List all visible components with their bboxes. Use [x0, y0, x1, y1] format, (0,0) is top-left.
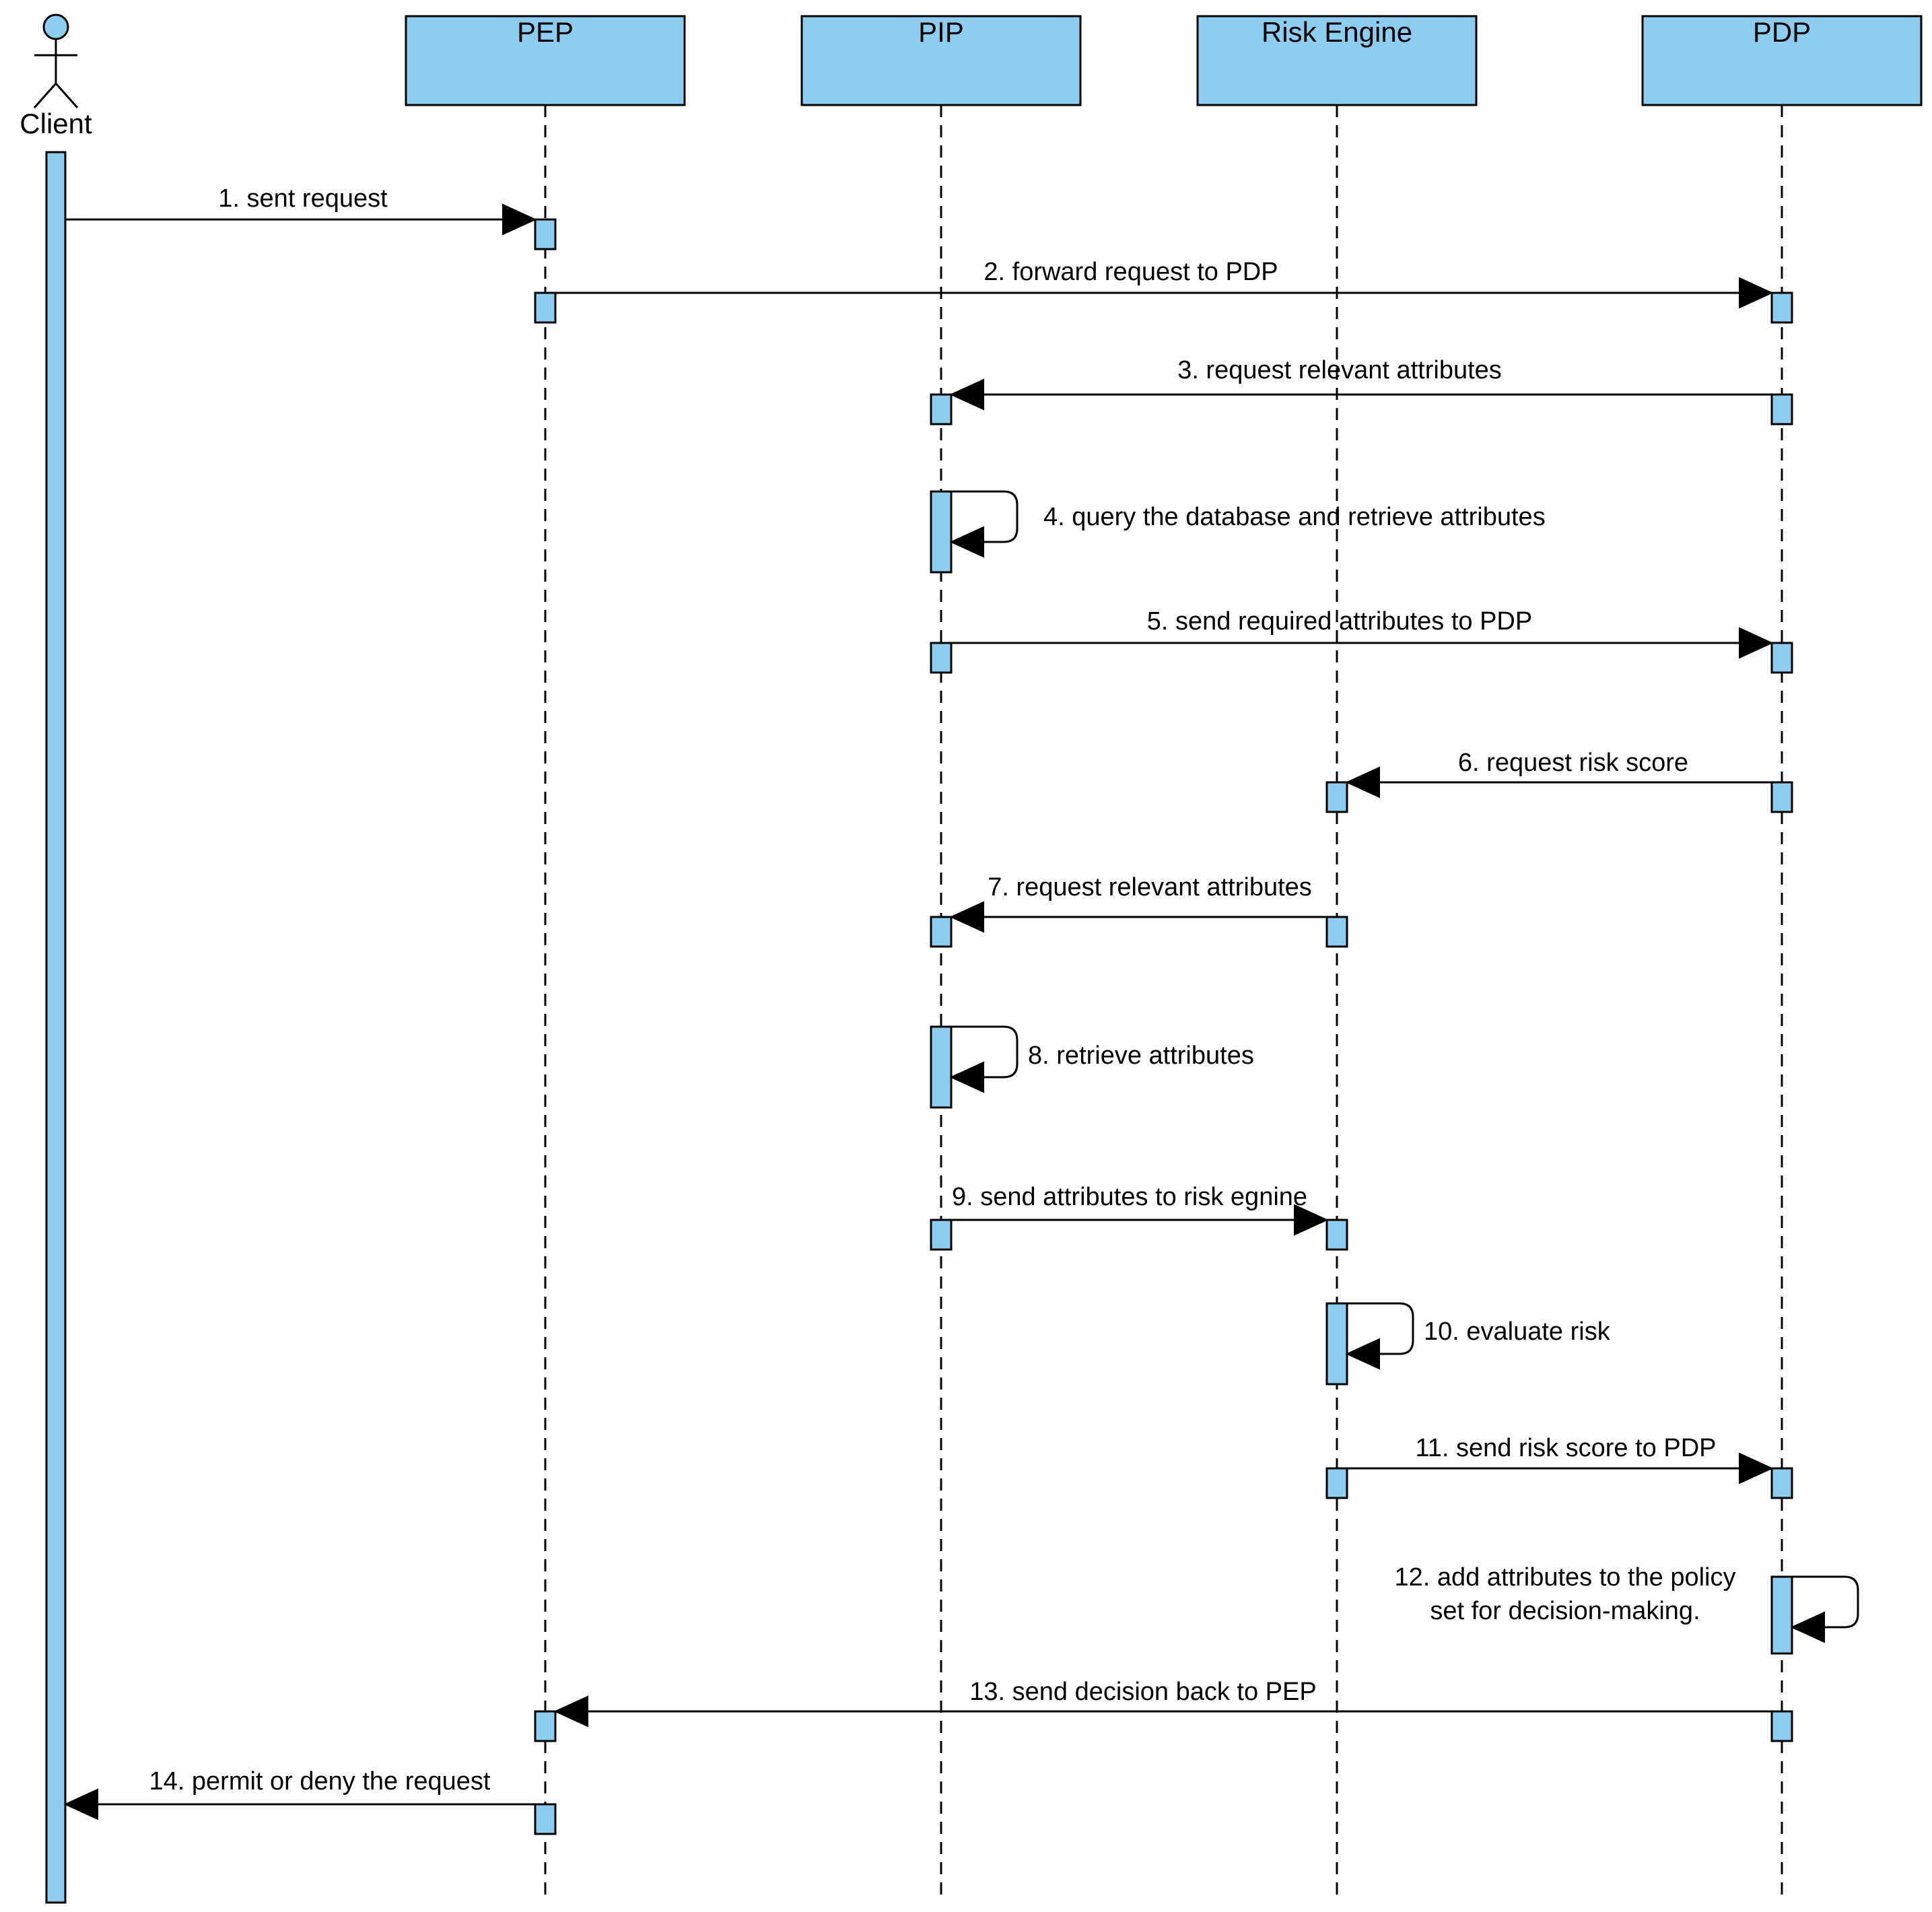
- activation-pip: [930, 490, 953, 574]
- message-label: 3. request relevant attributes: [1177, 356, 1502, 384]
- message-4: 4. query the database and retrieve attri…: [949, 490, 1546, 558]
- arrowhead-icon: [949, 901, 984, 933]
- activation-pip: [930, 393, 953, 425]
- message-label: 5. send required attributes to PDP: [1147, 607, 1532, 636]
- arrowhead-icon: [1294, 1204, 1329, 1236]
- activation-pip: [930, 1025, 953, 1109]
- message-label: 6. request risk score: [1458, 749, 1688, 777]
- message-13: 13. send decision back to PEP: [553, 1678, 1772, 1728]
- participant-box-pdp: [1641, 15, 1923, 106]
- message-label: 10. evaluate risk: [1424, 1318, 1611, 1346]
- activation-pdp: [1770, 1467, 1793, 1499]
- message-6: 6. request risk score: [1345, 749, 1772, 798]
- message-12: 12. add attributes to the policy set for …: [1395, 1563, 1859, 1643]
- message-label: 4. query the database and retrieve attri…: [1043, 503, 1546, 531]
- message-8: 8. retrieve attributes: [949, 1025, 1254, 1093]
- activation-pdp: [1770, 393, 1793, 425]
- arrowhead-icon: [1739, 1452, 1774, 1484]
- participant-box-pep: [405, 15, 686, 106]
- arrowhead-icon: [1739, 627, 1774, 659]
- participant-label-pdp: PDP: [1753, 16, 1811, 48]
- message-14: 14. permit or deny the request: [63, 1767, 535, 1820]
- activation-pdp: [1770, 1710, 1793, 1742]
- activation-pdp: [1770, 292, 1793, 324]
- arrowhead-icon: [949, 378, 984, 411]
- message-7: 7. request relevant attributes: [949, 873, 1327, 933]
- message-label: 2. forward request to PDP: [984, 258, 1278, 286]
- message-9: 9. send attributes to risk egnine: [951, 1183, 1329, 1236]
- message-label: 8. retrieve attributes: [1028, 1042, 1254, 1070]
- actor-head-icon: [42, 13, 69, 40]
- message-3: 3. request relevant attributes: [949, 356, 1772, 411]
- participant-pdp: PDP: [1641, 15, 1923, 106]
- activation-pip: [930, 916, 953, 948]
- message-label: 12. add attributes to the policy: [1395, 1563, 1736, 1592]
- participant-label-risk: Risk Engine: [1262, 16, 1412, 48]
- message-1: 1. sent request: [65, 184, 537, 236]
- arrowhead-icon: [63, 1788, 98, 1820]
- participant-pip: PIP: [800, 15, 1082, 106]
- message-label: 11. send risk score to PDP: [1415, 1434, 1716, 1462]
- arrowhead-icon: [502, 203, 537, 236]
- participant-box-risk: [1196, 15, 1478, 106]
- participant-box-pip: [800, 15, 1082, 106]
- activation-pdp: [1770, 642, 1793, 674]
- activation-pep: [534, 1710, 557, 1742]
- message-label: 7. request relevant attributes: [988, 873, 1312, 901]
- activation-risk: [1325, 1219, 1348, 1251]
- self-message-line: [1347, 1302, 1414, 1355]
- participant-pep: PEP: [405, 15, 686, 106]
- message-label: 9. send attributes to risk egnine: [952, 1183, 1307, 1211]
- arrowhead-icon: [1345, 1338, 1380, 1370]
- activation-client: [45, 151, 67, 1904]
- message-10: 10. evaluate risk: [1345, 1302, 1611, 1370]
- activation-pep: [534, 218, 557, 250]
- arrowhead-icon: [1345, 766, 1380, 798]
- activation-risk: [1325, 1302, 1348, 1386]
- message-label: set for decision-making.: [1430, 1597, 1700, 1625]
- self-message-line: [951, 1025, 1019, 1079]
- actor-client: Client: [20, 13, 92, 139]
- message-label: 13. send decision back to PEP: [969, 1678, 1316, 1706]
- arrowhead-icon: [949, 526, 984, 558]
- activation-pdp: [1770, 1575, 1793, 1655]
- activation-risk: [1325, 916, 1348, 948]
- arrowhead-icon: [553, 1695, 588, 1728]
- self-message-line: [951, 490, 1019, 543]
- participant-label-pep: PEP: [517, 16, 574, 48]
- message-5: 5. send required attributes to PDP: [951, 607, 1774, 659]
- participant-label-pip: PIP: [918, 16, 964, 48]
- message-label: 1. sent request: [218, 184, 388, 213]
- activation-risk: [1325, 781, 1348, 813]
- message-label: 14. permit or deny the request: [149, 1767, 491, 1796]
- activation-pep: [534, 1803, 557, 1835]
- message-11: 11. send risk score to PDP: [1347, 1434, 1774, 1484]
- activation-pdp: [1770, 781, 1793, 813]
- activation-pip: [930, 1219, 953, 1251]
- activation-pip: [930, 642, 953, 674]
- arrowhead-icon: [1790, 1611, 1825, 1643]
- activation-risk: [1325, 1467, 1348, 1499]
- participant-risk: Risk Engine: [1196, 15, 1478, 106]
- message-2: 2. forward request to PDP: [555, 258, 1774, 309]
- activation-pep: [534, 292, 557, 324]
- participant-label-client: Client: [20, 108, 92, 139]
- arrowhead-icon: [949, 1061, 984, 1093]
- arrowhead-icon: [1739, 277, 1774, 309]
- self-message-line: [1792, 1575, 1859, 1629]
